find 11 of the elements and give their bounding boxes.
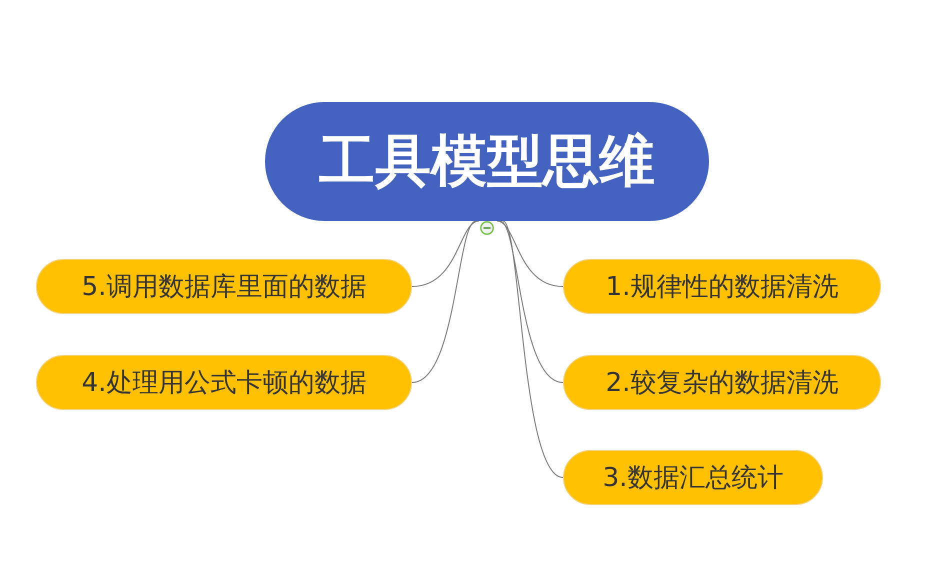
connector: [412, 220, 476, 383]
topic-pill: 1.规律性的数据清洗: [563, 259, 881, 314]
topic-pill: 5.调用数据库里面的数据: [36, 259, 412, 314]
connector: [496, 220, 564, 287]
connector: [502, 220, 564, 478]
connector: [412, 220, 480, 287]
topic-pill: 4.处理用公式卡顿的数据: [36, 355, 412, 410]
connector: [500, 220, 564, 383]
topic-pill: 3.数据汇总统计: [563, 450, 823, 505]
topic-pill: 2.较复杂的数据清洗: [563, 355, 881, 410]
central-topic-pill: 工具模型思维: [265, 102, 709, 221]
